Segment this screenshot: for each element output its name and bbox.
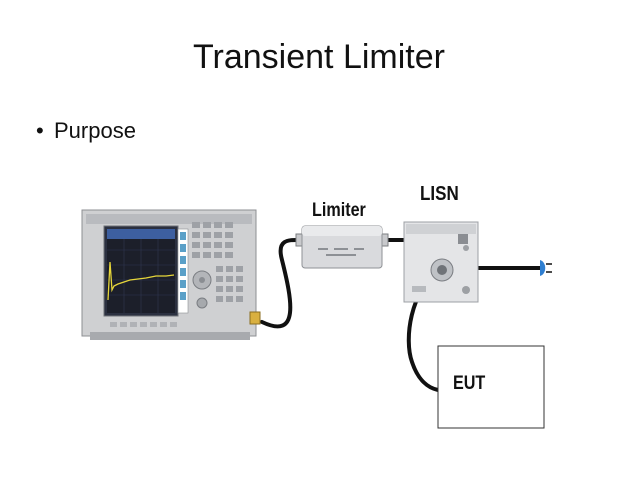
analyzer-rf-input — [249, 311, 261, 325]
slide-title: Transient Limiter — [193, 38, 445, 76]
label-eut: EUT — [453, 373, 486, 394]
bullet-dot: • — [36, 118, 44, 143]
label-lisn: LISN — [420, 183, 459, 205]
bullet-item-purpose: • Purpose — [36, 118, 136, 144]
analyzer-trace — [107, 261, 175, 301]
transient-limiter-device — [295, 225, 389, 269]
label-limiter: Limiter — [312, 200, 366, 221]
mains-plug — [540, 260, 552, 276]
bullet-text: Purpose — [54, 118, 136, 143]
cable-analyzer-to-limiter — [260, 237, 304, 329]
lisn-device — [403, 221, 479, 303]
spectrum-analyzer — [81, 209, 261, 340]
eut-box — [437, 345, 545, 429]
